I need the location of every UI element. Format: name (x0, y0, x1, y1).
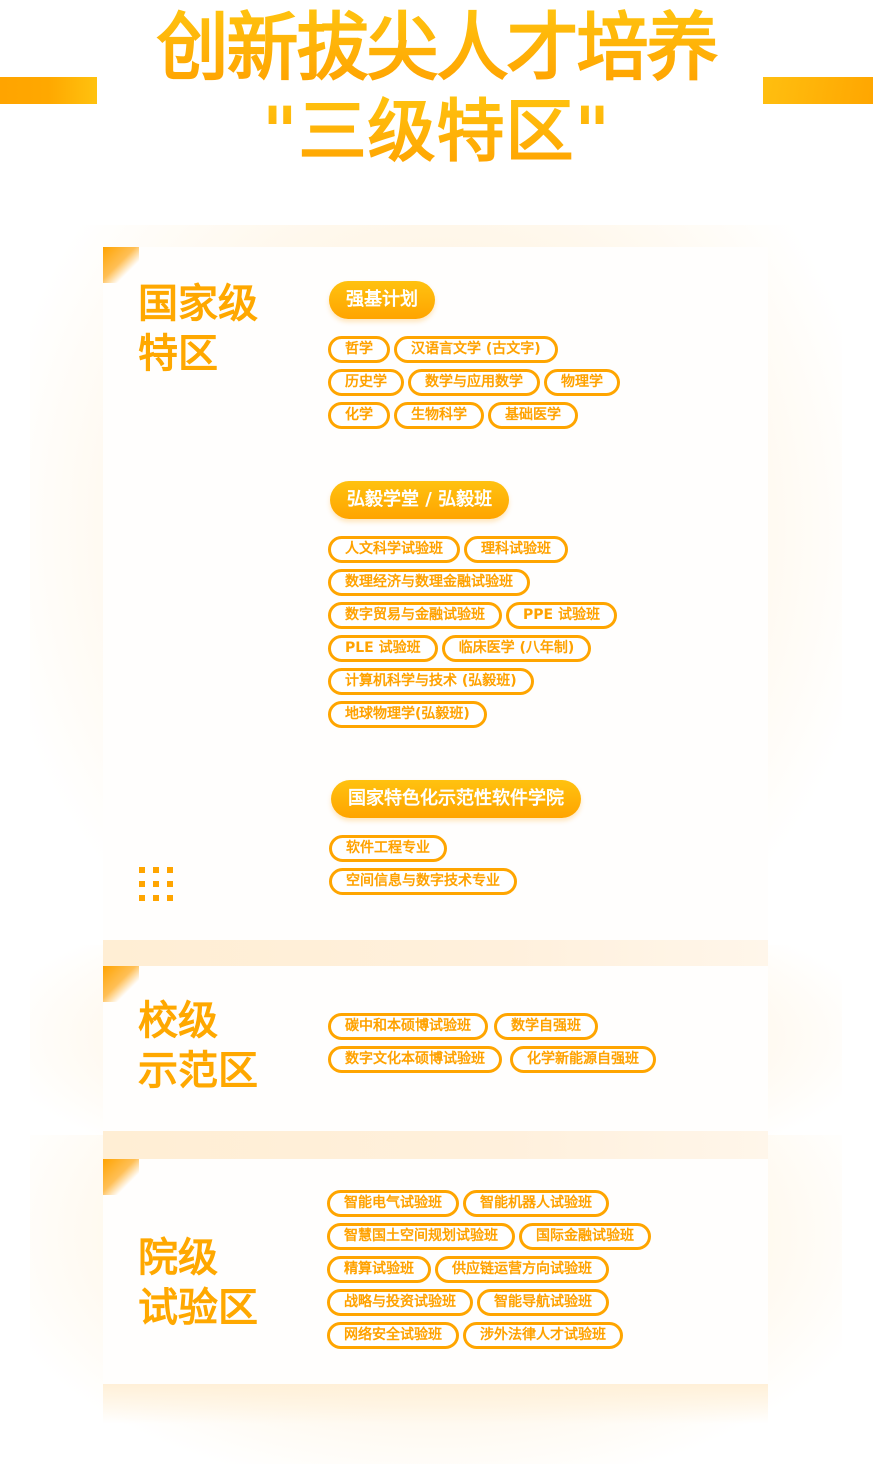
group-majors-qiangji: 哲学 汉语言文学 (古文字) 历史学 数学与应用数学 物理学 化学 生物科学 基… (328, 336, 620, 429)
major-pill[interactable]: 数学与应用数学 (408, 369, 540, 396)
major-pill[interactable]: 智能导航试验班 (477, 1289, 609, 1316)
major-pill[interactable]: PLE 试验班 (328, 635, 438, 662)
level-title-line1: 院级 (138, 1235, 218, 1281)
dots-grid-icon (139, 867, 173, 901)
school-level-majors: 碳中和本硕博试验班 数学自强班 数字文化本硕博试验班 化学新能源自强班 (328, 1013, 656, 1073)
major-pill[interactable]: 理科试验班 (464, 536, 568, 563)
major-pill[interactable]: 化学 (328, 402, 390, 429)
major-pill[interactable]: 战略与投资试验班 (327, 1289, 473, 1316)
card-shadow (103, 940, 768, 966)
major-pill[interactable]: 数学自强班 (494, 1013, 598, 1040)
major-pill[interactable]: 智慧国土空间规划试验班 (327, 1223, 515, 1250)
major-pill[interactable]: 计算机科学与技术 (弘毅班) (328, 668, 534, 695)
major-pill[interactable]: 数字文化本硕博试验班 (328, 1046, 502, 1073)
pill-row: 计算机科学与技术 (弘毅班) (328, 668, 617, 695)
college-level-majors: 智能电气试验班 智能机器人试验班 智慧国土空间规划试验班 国际金融试验班 精算试… (327, 1190, 651, 1349)
major-pill[interactable]: 基础医学 (488, 402, 578, 429)
pill-row: 智慧国土空间规划试验班 国际金融试验班 (327, 1223, 651, 1250)
level-title: 院级 试验区 (138, 1233, 258, 1333)
major-pill[interactable]: 历史学 (328, 369, 404, 396)
major-pill[interactable]: 空间信息与数字技术专业 (329, 868, 517, 895)
decorative-bar-right (763, 77, 873, 104)
major-pill[interactable]: 软件工程专业 (329, 835, 447, 862)
pill-row: 历史学 数学与应用数学 物理学 (328, 369, 620, 396)
pill-row: 网络安全试验班 涉外法律人才试验班 (327, 1322, 651, 1349)
major-pill[interactable]: 供应链运营方向试验班 (435, 1256, 609, 1283)
school-level-card: 校级 示范区 碳中和本硕博试验班 数学自强班 数字文化本硕博试验班 化学新能源自… (103, 966, 768, 1131)
major-pill[interactable]: 生物科学 (394, 402, 484, 429)
page-title: 创新拔尖人才培养 (0, 3, 873, 92)
major-pill[interactable]: 数理经济与数理金融试验班 (328, 569, 530, 596)
pill-row: PLE 试验班 临床医学 (八年制) (328, 635, 617, 662)
card-shadow (103, 1131, 768, 1159)
major-pill[interactable]: 精算试验班 (327, 1256, 431, 1283)
major-pill[interactable]: 智能机器人试验班 (463, 1190, 609, 1217)
major-pill[interactable]: 物理学 (544, 369, 620, 396)
national-level-card: 国家级 特区 强基计划 哲学 汉语言文学 (古文字) 历史学 数学与应用数学 物… (103, 247, 768, 940)
pill-row: 数理经济与数理金融试验班 (328, 569, 617, 596)
group-header-qiangji[interactable]: 强基计划 (329, 281, 435, 319)
major-pill[interactable]: 智能电气试验班 (327, 1190, 459, 1217)
card-shadow (103, 1384, 768, 1424)
pill-row: 地球物理学(弘毅班) (328, 701, 617, 728)
pill-row: 空间信息与数字技术专业 (329, 868, 517, 895)
pill-row: 数字文化本硕博试验班 化学新能源自强班 (328, 1046, 656, 1073)
major-pill[interactable]: 网络安全试验班 (327, 1322, 459, 1349)
major-pill[interactable]: 哲学 (328, 336, 390, 363)
pill-row: 人文科学试验班 理科试验班 (328, 536, 617, 563)
level-title: 校级 示范区 (138, 996, 258, 1096)
level-title-line2: 特区 (138, 331, 218, 377)
pill-row: 碳中和本硕博试验班 数学自强班 (328, 1013, 656, 1040)
pill-row: 软件工程专业 (329, 835, 517, 862)
pill-row: 精算试验班 供应链运营方向试验班 (327, 1256, 651, 1283)
pill-row: 哲学 汉语言文学 (古文字) (328, 336, 620, 363)
major-pill[interactable]: 数字贸易与金融试验班 (328, 602, 502, 629)
college-level-card: 院级 试验区 智能电气试验班 智能机器人试验班 智慧国土空间规划试验班 国际金融… (103, 1159, 768, 1384)
pill-row: 数字贸易与金融试验班 PPE 试验班 (328, 602, 617, 629)
pill-row: 战略与投资试验班 智能导航试验班 (327, 1289, 651, 1316)
group-header-software-school[interactable]: 国家特色化示范性软件学院 (331, 780, 581, 818)
group-majors-hongyi: 人文科学试验班 理科试验班 数理经济与数理金融试验班 数字贸易与金融试验班 PP… (328, 536, 617, 728)
group-majors-software-school: 软件工程专业 空间信息与数字技术专业 (329, 835, 517, 895)
level-title-line1: 国家级 (138, 281, 258, 327)
major-pill[interactable]: 化学新能源自强班 (510, 1046, 656, 1073)
pill-row: 智能电气试验班 智能机器人试验班 (327, 1190, 651, 1217)
group-header-hongyi[interactable]: 弘毅学堂 / 弘毅班 (330, 481, 510, 519)
major-pill[interactable]: 临床医学 (八年制) (441, 635, 592, 662)
decorative-bar-left (0, 77, 97, 104)
major-pill[interactable]: 地球物理学(弘毅班) (328, 701, 487, 728)
major-pill[interactable]: 涉外法律人才试验班 (463, 1322, 623, 1349)
level-title-line2: 试验区 (138, 1285, 258, 1331)
major-pill[interactable]: 碳中和本硕博试验班 (328, 1013, 488, 1040)
page-subtitle: "三级特区" (0, 90, 873, 176)
major-pill[interactable]: 国际金融试验班 (519, 1223, 651, 1250)
major-pill[interactable]: 汉语言文学 (古文字) (394, 336, 558, 363)
pill-row: 化学 生物科学 基础医学 (328, 402, 620, 429)
major-pill[interactable]: 人文科学试验班 (328, 536, 460, 563)
level-title-line2: 示范区 (138, 1048, 258, 1094)
major-pill[interactable]: PPE 试验班 (506, 602, 617, 629)
level-title-line1: 校级 (138, 998, 218, 1044)
level-title: 国家级 特区 (138, 279, 258, 379)
